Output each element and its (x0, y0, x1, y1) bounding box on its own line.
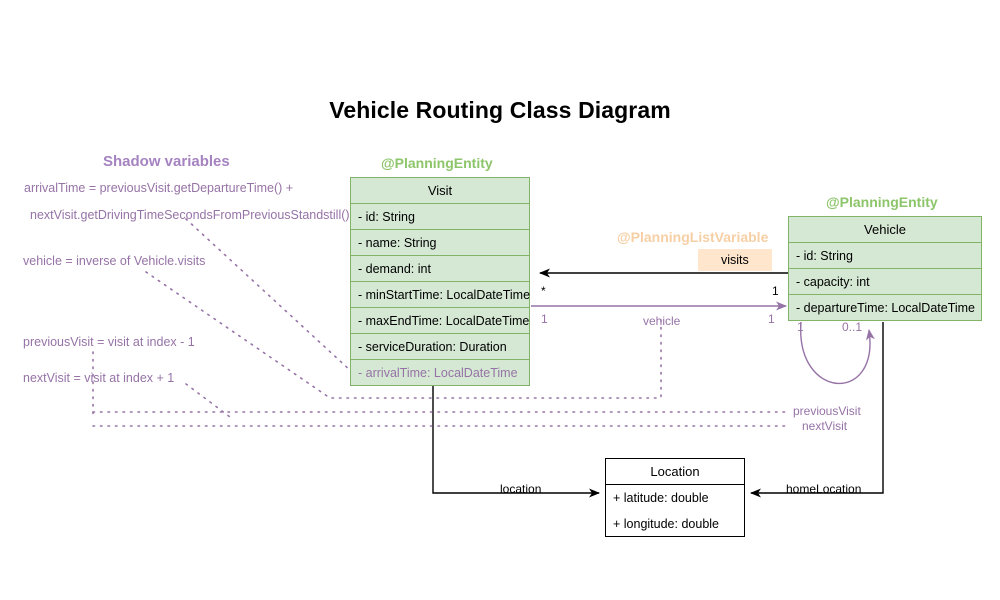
page-title: Vehicle Routing Class Diagram (329, 97, 671, 123)
visit-attribute: - minStartTime: LocalDateTime (351, 282, 530, 308)
self-loop-target-multiplicity: 0..1 (842, 320, 863, 334)
visit-attribute: - serviceDuration: Duration (351, 334, 529, 360)
visit-attribute-arrivaltime: - arrivalTime: LocalDateTime (358, 366, 518, 380)
vehicle-attribute: - id: String (789, 243, 981, 269)
class-box-vehicle[interactable]: Vehicle - id: String - capacity: int - d… (788, 216, 982, 321)
edge-location (432, 386, 600, 498)
shadow-variable-line-nextvisit: nextVisit = visit at index + 1 (23, 371, 175, 385)
location-association-label: location (500, 482, 542, 496)
visit-attribute: - id: String (351, 204, 529, 230)
previousvisit-label: previousVisit (793, 404, 861, 418)
visit-class-name: Visit (351, 178, 529, 204)
homelocation-association-label: homeLocation (786, 482, 862, 496)
vehicle-source-multiplicity: 1 (541, 312, 548, 326)
visits-stereotype: @PlanningListVariable (617, 229, 769, 245)
shadow-variables-heading: Shadow variables (103, 153, 230, 170)
shadow-variable-line-arrivaltime-2: nextVisit.getDrivingTimeSecondsFromPrevi… (30, 208, 350, 222)
location-class-name: Location (606, 459, 744, 485)
visits-source-multiplicity: 1 (772, 284, 779, 298)
vehicle-target-multiplicity: 1 (768, 312, 775, 326)
visits-target-multiplicity: * (541, 284, 546, 298)
self-loop-source-multiplicity: 1 (797, 320, 804, 334)
shadow-variable-line-vehicle: vehicle = inverse of Vehicle.visits (23, 254, 206, 268)
vehicle-attribute: - departureTime: LocalDateTime (796, 301, 976, 315)
visit-attribute: - maxEndTime: LocalDateTime (351, 308, 529, 334)
location-attribute: + latitude: double (613, 491, 709, 505)
vehicle-association-label: vehicle (643, 314, 681, 328)
visits-association-label: visits (698, 249, 772, 271)
shadow-variable-line-previousvisit: previousVisit = visit at index - 1 (23, 335, 195, 349)
nextvisit-label: nextVisit (802, 419, 848, 433)
visit-attribute: - name: String (351, 230, 529, 256)
visit-stereotype: @PlanningEntity (381, 155, 493, 171)
shadow-variable-line-arrivaltime-1: arrivalTime = previousVisit.getDeparture… (24, 181, 294, 195)
vehicle-attribute: - capacity: int (789, 269, 981, 295)
location-attribute: + longitude: double (613, 517, 719, 531)
visit-attribute: - demand: int (351, 256, 529, 282)
class-box-location[interactable]: Location + latitude: double + longitude:… (605, 458, 745, 537)
vehicle-stereotype: @PlanningEntity (826, 194, 938, 210)
class-box-visit[interactable]: Visit - id: String - name: String - dema… (350, 177, 530, 386)
vehicle-class-name: Vehicle (789, 217, 981, 243)
